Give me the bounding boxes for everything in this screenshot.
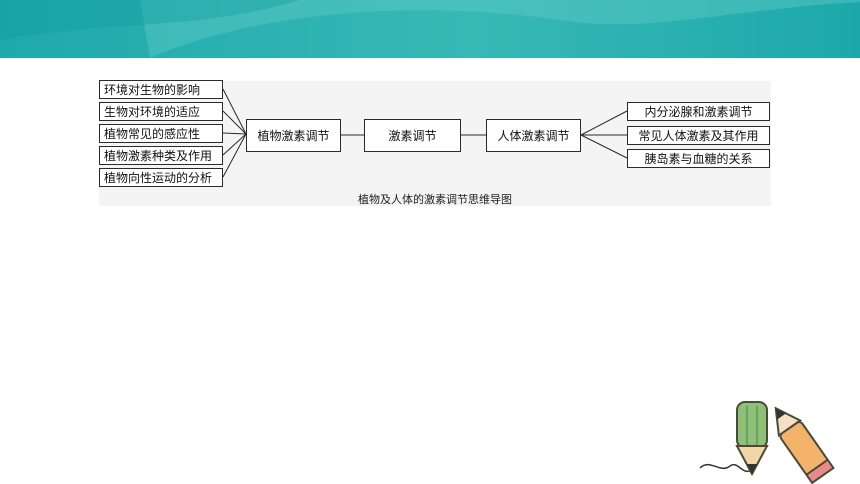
- left-node-2: 生物对环境的适应: [99, 102, 223, 121]
- left-node-3: 植物常见的感应性: [99, 124, 223, 143]
- left-node-1: 环境对生物的影响: [99, 80, 223, 99]
- center-node-hormone: 激素调节: [364, 119, 461, 152]
- center-node-human-hormone: 人体激素调节: [486, 119, 581, 152]
- left-node-5: 植物向性运动的分析: [99, 168, 223, 187]
- squiggle-line: [699, 463, 753, 473]
- orange-pencil-icon: [774, 406, 835, 484]
- right-node-2: 常见人体激素及其作用: [627, 126, 770, 145]
- center-node-plant-hormone: 植物激素调节: [246, 119, 341, 152]
- right-node-3: 胰岛素与血糖的关系: [627, 149, 770, 168]
- diagram-caption: 植物及人体的激素调节思维导图: [358, 193, 512, 206]
- left-node-4: 植物激素种类及作用: [99, 146, 223, 165]
- header-banner: [0, 0, 860, 58]
- pencils-illustration: [699, 401, 835, 484]
- right-node-1: 内分泌腺和激素调节: [627, 102, 770, 121]
- green-pencil-icon: [735, 401, 769, 477]
